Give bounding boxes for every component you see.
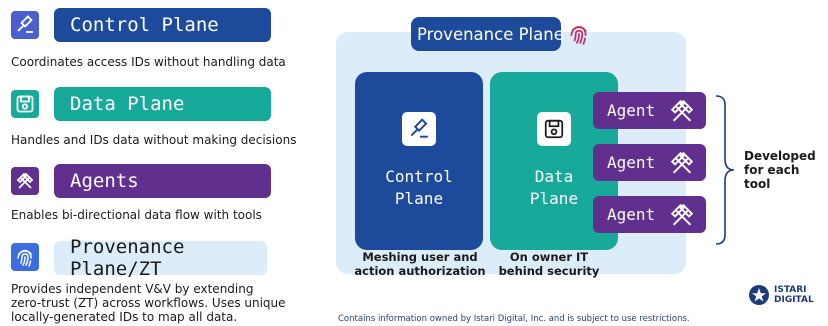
agent-label: Agent: [607, 153, 656, 172]
legend-provenance-description-line: Provides independent V&V by extending: [11, 282, 254, 296]
legend-provenance-plane-label: Provenance Plane/ZT: [54, 236, 267, 280]
agent-label: Agent: [607, 205, 656, 224]
agent-label: Agent: [607, 101, 656, 120]
control-plane-footer: Meshing user and action authorization: [349, 250, 491, 278]
gavel-icon: [11, 11, 39, 39]
floppy-disk-icon: [11, 90, 39, 118]
legend-agents-description: Enables bi-directional data flow with to…: [11, 208, 262, 222]
control-plane-name: Control Plane: [385, 166, 452, 210]
legend-data-plane-description: Handles and IDs data without making deci…: [11, 133, 297, 147]
crossed-hammers-icon: [11, 167, 39, 195]
legend-provenance-description-line: locally-generated IDs to map all data.: [11, 310, 238, 324]
developed-for-each-tool-label: Developed for each tool: [744, 149, 828, 191]
floppy-disk-icon: [537, 112, 571, 146]
restrictions-footer: Contains information owned by Istari Dig…: [338, 314, 690, 324]
legend-data-plane-label: Data Plane: [54, 87, 271, 121]
crossed-hammers-icon: [668, 149, 696, 181]
legend-control-plane-description: Coordinates access IDs without handling …: [11, 55, 286, 69]
gavel-icon: [402, 112, 436, 146]
agent-box: Agent: [593, 196, 706, 233]
developed-label-line: Developed: [744, 149, 816, 163]
crossed-hammers-icon: [668, 201, 696, 233]
agent-box: Agent: [593, 144, 706, 181]
provenance-plane-title-text: Provenance Plane: [417, 24, 564, 44]
logo-text-line: DIGITAL: [774, 295, 814, 305]
control-plane-footer-line: Meshing user and: [362, 250, 478, 264]
crossed-hammers-icon: [668, 97, 696, 129]
istari-star-icon: [749, 285, 769, 305]
control-plane-box: Control Plane: [355, 72, 483, 250]
istari-digital-logo: ISTARI DIGITAL: [748, 284, 814, 306]
data-plane-name-line: Plane: [529, 189, 579, 208]
developed-label-line: for each tool: [744, 163, 800, 191]
legend-provenance-description-line: zero-trust (ZT) across workflows. Uses u…: [11, 296, 286, 310]
legend-provenance-plane-description: Provides independent V&V by extending ze…: [11, 282, 286, 324]
data-plane-name-line: Data: [534, 167, 574, 186]
provenance-plane-title: Provenance Plane: [411, 17, 587, 51]
legend-control-plane-label: Control Plane: [54, 8, 271, 42]
data-plane-footer-line: On owner IT: [509, 250, 589, 264]
legend-agents-label: Agents: [54, 164, 271, 198]
fingerprint-icon: [11, 243, 39, 271]
control-plane-name-line: Plane: [394, 189, 444, 208]
data-plane-name: Data Plane: [530, 166, 578, 210]
control-plane-footer-line: action authorization: [354, 264, 486, 278]
fingerprint-icon: [568, 21, 590, 47]
data-plane-footer: On owner IT behind security: [494, 250, 604, 278]
agent-box: Agent: [593, 92, 706, 129]
logo-text-line: ISTARI: [774, 285, 807, 295]
control-plane-name-line: Control: [385, 167, 453, 186]
data-plane-footer-line: behind security: [498, 264, 600, 278]
agents-brace: [715, 95, 735, 245]
